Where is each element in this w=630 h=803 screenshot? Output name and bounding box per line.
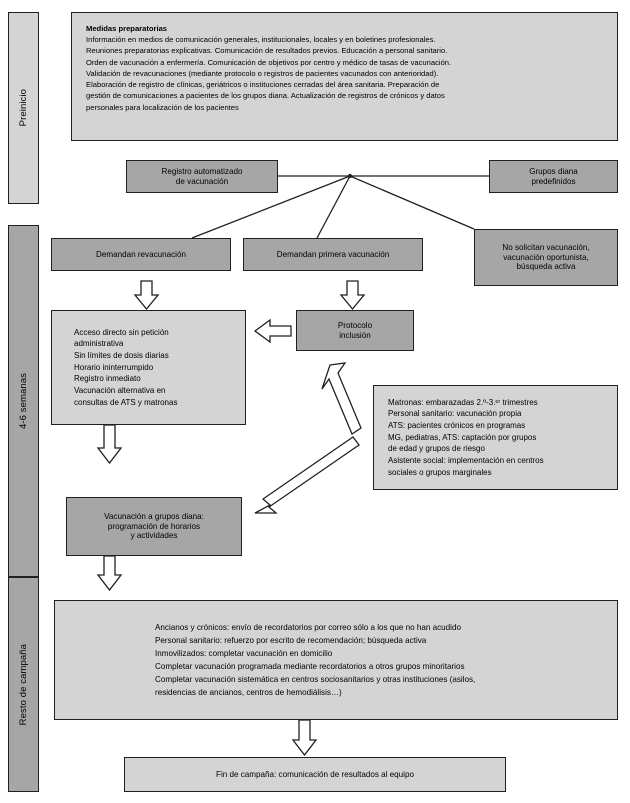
node-demandan-primera-vacunacion-label: Demandan primera vacunación xyxy=(276,249,390,259)
node-acceso-directo: Acceso directo sin petición administrati… xyxy=(51,310,246,425)
node-medidas-preparatorias-heading: Medidas preparatorias xyxy=(86,24,168,33)
node-medidas-preparatorias-body: Información en medios de comunicación ge… xyxy=(86,35,452,112)
line-hub-to-no-solicitan xyxy=(349,175,475,230)
node-acceso-directo-label: Acceso directo sin petición administrati… xyxy=(74,327,178,407)
node-demandan-revacunacion-label: Demandan revacunación xyxy=(96,249,186,259)
node-demandan-revacunacion: Demandan revacunación xyxy=(51,238,231,271)
node-medidas-preparatorias: Medidas preparatorias Información en med… xyxy=(71,12,618,141)
node-resto-campana-acciones: Ancianos y crónicos: envío de recordator… xyxy=(54,600,618,720)
arrow-down-primera xyxy=(339,280,366,311)
node-vacunacion-grupos-diana-label: Vacunación a grupos diana: programación … xyxy=(104,512,204,541)
node-matronas-detalle-label: Matronas: embarazadas 2.º-3.ᵉʳ trimestre… xyxy=(388,397,544,477)
node-grupos-diana-predefinidos: Grupos diana predefinidos xyxy=(489,160,618,193)
arrow-left-protocolo-to-acceso xyxy=(253,318,292,344)
arrow-diagonal-matronas-to-protocolo xyxy=(321,362,362,435)
arrow-down-vacunacion-to-resto xyxy=(96,555,123,592)
line-hub-to-demandan-primera xyxy=(316,175,351,239)
phase-label-semanas-text: 4-6 semanas xyxy=(18,372,29,430)
node-vacunacion-grupos-diana: Vacunación a grupos diana: programación … xyxy=(66,497,242,556)
node-protocolo-inclusion: Protocolo inclusión xyxy=(296,310,414,351)
node-no-solicitan-vacunacion-label: No solicitan vacunación, vacunación opor… xyxy=(502,243,590,272)
arrow-down-reva xyxy=(133,280,160,311)
arrow-diagonal-matronas-to-vacunacion xyxy=(254,436,360,514)
node-no-solicitan-vacunacion: No solicitan vacunación, vacunación opor… xyxy=(474,229,618,286)
hub-junction-dot xyxy=(347,173,353,179)
node-fin-campana: Fin de campaña: comunicación de resultad… xyxy=(124,757,506,792)
arrow-down-resto-to-fin xyxy=(291,719,318,757)
node-registro-automatizado-label: Registro automatizado de vacunación xyxy=(161,166,243,186)
node-fin-campana-label: Fin de campaña: comunicación de resultad… xyxy=(216,769,414,779)
phase-label-preinicio: Preinicio xyxy=(8,12,39,204)
phase-label-resto: Resto de campaña xyxy=(8,577,39,792)
node-grupos-diana-predefinidos-label: Grupos diana predefinidos xyxy=(529,166,578,186)
phase-label-resto-text: Resto de campaña xyxy=(18,643,29,726)
node-matronas-detalle: Matronas: embarazadas 2.º-3.ᵉʳ trimestre… xyxy=(373,385,618,490)
node-protocolo-inclusion-label: Protocolo inclusión xyxy=(337,320,373,340)
node-demandan-primera-vacunacion: Demandan primera vacunación xyxy=(243,238,423,271)
arrow-down-acceso-to-vacunacion xyxy=(96,424,123,465)
phase-label-preinicio-text: Preinicio xyxy=(18,89,29,127)
node-resto-campana-acciones-label: Ancianos y crónicos: envío de recordator… xyxy=(155,622,476,698)
phase-label-semanas: 4-6 semanas xyxy=(8,225,39,577)
node-registro-automatizado: Registro automatizado de vacunación xyxy=(126,160,278,193)
